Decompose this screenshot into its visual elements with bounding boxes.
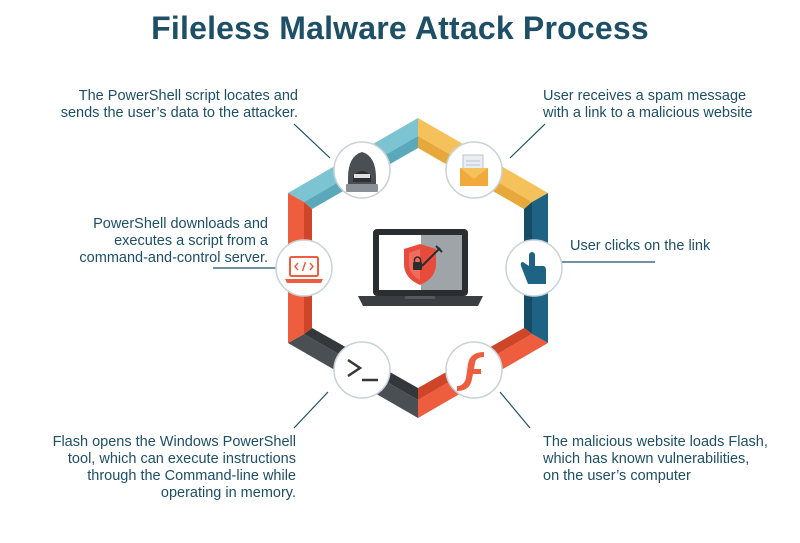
pointing-hand-icon (520, 252, 546, 284)
caption-step-download: PowerShell downloads and executes a scri… (40, 216, 268, 267)
caption-line: sends the user’s data to the attacker. (60, 105, 298, 121)
node-loads (445, 341, 503, 399)
caption-line: with a link to a malicious website (543, 105, 753, 121)
caption-line: on the user’s computer (543, 468, 691, 484)
hacker-icon (346, 152, 378, 192)
caption-line: User clicks on the link (570, 238, 711, 254)
laptop-shield-icon (358, 229, 483, 306)
caption-line: Flash opens the Windows PowerShell (52, 434, 296, 450)
caption-line: executes a script from a (114, 233, 268, 249)
leader-lines (213, 123, 655, 429)
page-title: Fileless Malware Attack Process (151, 10, 649, 46)
caption-line: which has known vulnerabilities, (543, 451, 750, 467)
node-flash (333, 341, 391, 399)
leader-line-loads (499, 391, 531, 429)
caption-line: The PowerShell script locates and (78, 88, 298, 104)
caption-step-locate: The PowerShell script locates and sends … (40, 88, 298, 122)
caption-line: PowerShell downloads and (93, 216, 268, 232)
caption-step-flash: Flash opens the Windows PowerShell tool,… (10, 434, 296, 502)
caption-step-click: User clicks on the link (570, 238, 770, 255)
leader-line-locate (293, 123, 331, 159)
caption-line: operating in memory. (160, 485, 296, 501)
caption-line: command-and-control server. (79, 250, 268, 266)
node-locate (333, 141, 391, 199)
node-download (275, 239, 333, 297)
node-spam (445, 141, 503, 199)
caption-line: through the Command-line while (87, 468, 296, 484)
node-click (505, 239, 563, 297)
code-laptop-icon (285, 256, 323, 283)
flash-icon (457, 352, 484, 391)
caption-line: User receives a spam message (543, 88, 747, 104)
caption-step-spam: User receives a spam message with a link… (543, 88, 783, 122)
leader-line-spam (509, 123, 546, 159)
leader-line-flash (293, 391, 329, 429)
envelope-icon (460, 154, 488, 186)
caption-line: The malicious website loads Flash, (543, 434, 768, 450)
terminal-icon (347, 358, 378, 382)
caption-line: tool, which can execute instructions (67, 451, 296, 467)
caption-step-loads: The malicious website loads Flash, which… (543, 434, 793, 485)
